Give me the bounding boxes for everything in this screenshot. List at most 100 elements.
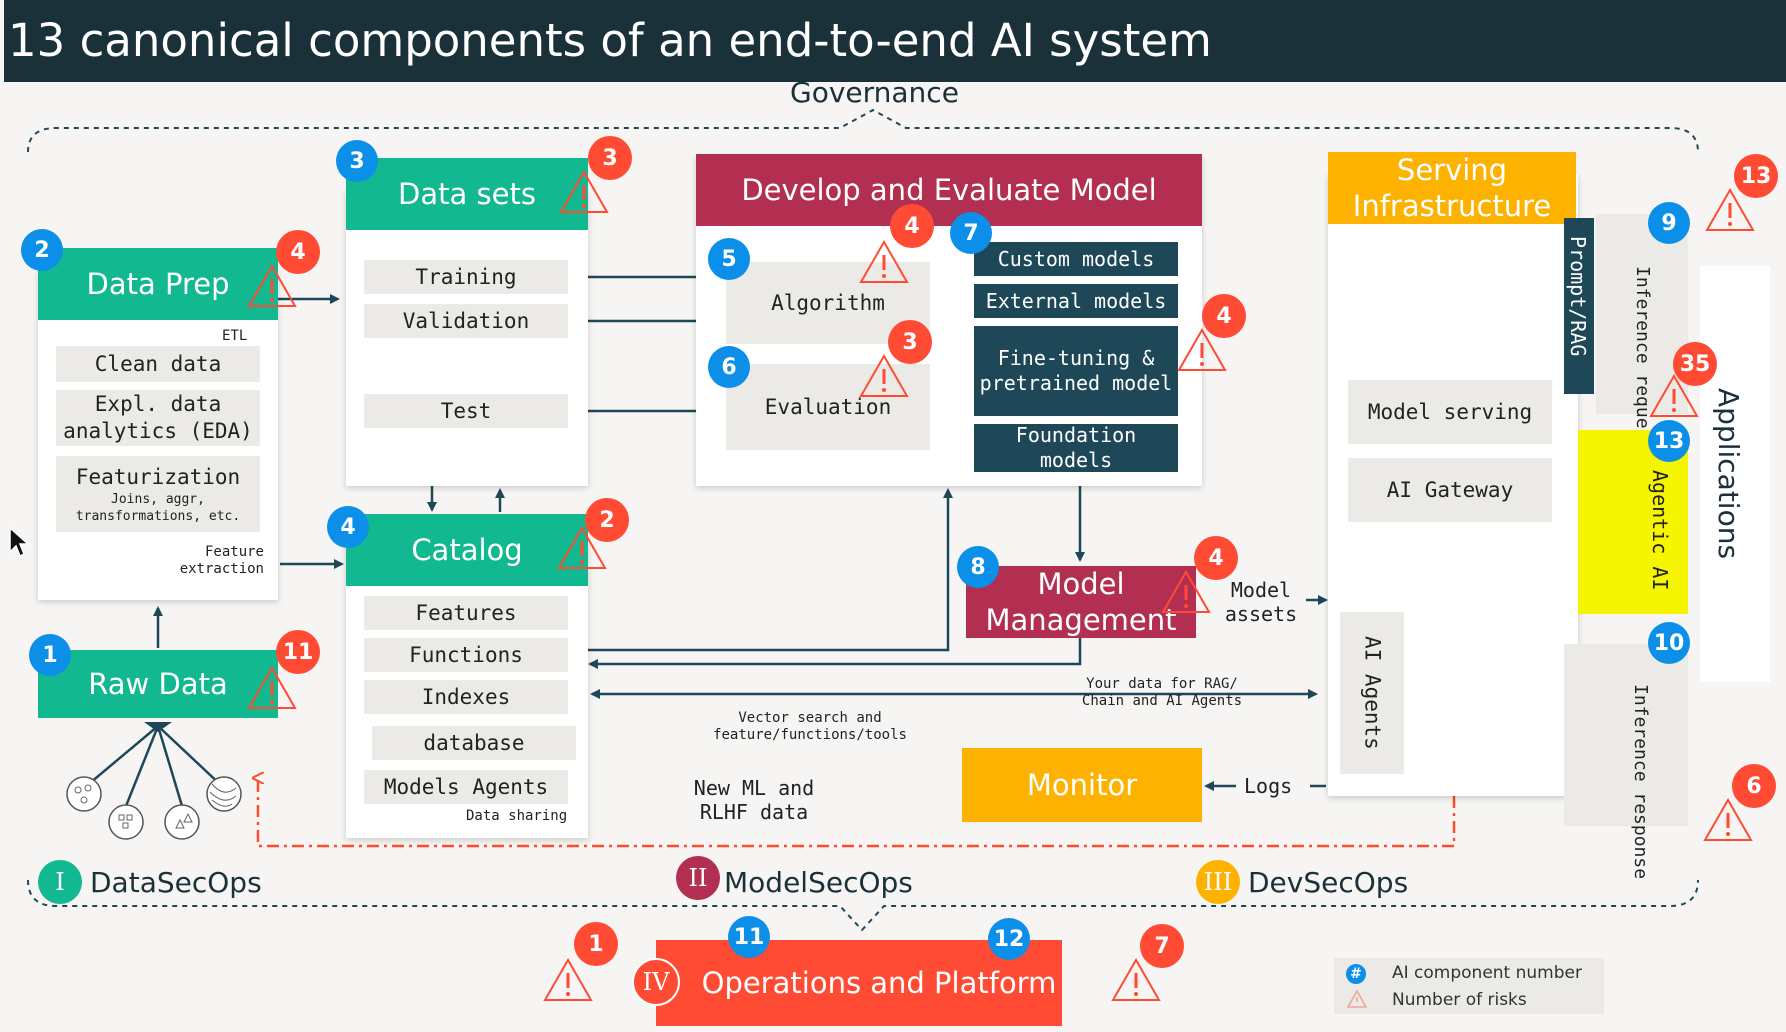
header-bar: 13 canonical components of an end-to-end… [4, 0, 1786, 82]
risk-badge-algorithm: 4 [890, 204, 934, 248]
develop-banner: Develop and Evaluate Model [696, 154, 1202, 226]
component-badge-data-sets: 3 [336, 140, 378, 182]
risk-warning-icon [557, 525, 607, 569]
prompt-rag-label: Prompt/RAG [1566, 236, 1590, 357]
devsecops-label: DevSecOps [1248, 866, 1409, 899]
external-models-box: External models [974, 284, 1178, 318]
ai-gateway-box: AI Gateway [1348, 458, 1552, 522]
logs-label: Logs [1244, 774, 1293, 798]
risk-badge-model-management: 4 [1194, 536, 1238, 580]
validation-item: Validation [364, 304, 568, 338]
featurization-label: Featurization [75, 464, 241, 489]
risk-warning-icon [247, 665, 297, 709]
component-badge-algorithm: 5 [708, 238, 750, 280]
inference-requests-bg [1596, 214, 1688, 414]
page-title: 13 canonical components of an end-to-end… [8, 14, 1212, 67]
risk-badge-ops-right: 7 [1140, 924, 1184, 968]
component-badge-agentic: 13 [1648, 420, 1690, 462]
ai-agents-label: AI Agents [1360, 636, 1385, 750]
risk-badge-applications: 35 [1673, 342, 1717, 386]
risk-warning-icon [1161, 569, 1211, 613]
risk-warning-icon [1177, 327, 1227, 371]
component-badge-raw-data: 1 [29, 634, 71, 676]
models-agents-item: Models Agents [364, 770, 568, 804]
datasecops-numeral: I [38, 860, 82, 904]
risk-badge-catalog: 2 [585, 498, 629, 542]
functions-item: Functions [364, 638, 568, 672]
risk-warning-icon [1649, 373, 1699, 417]
risk-warning-icon [859, 353, 909, 397]
rag-chain-label: Your data for RAG/ Chain and AI Agents [1081, 676, 1243, 709]
catalog-banner: Catalog [346, 514, 588, 586]
agentic-ai-label: Agentic AI [1648, 470, 1672, 591]
governance-top-line [27, 108, 1699, 153]
legend-component-icon: # [1346, 964, 1366, 984]
feature-extraction-label: Feature extraction [179, 544, 264, 577]
operations-numeral: IV [632, 958, 680, 1006]
model-management-banner: Model Management [966, 566, 1196, 638]
inference-response-bg [1564, 644, 1688, 826]
component-badge-ops-right: 12 [988, 918, 1030, 960]
component-badge-inference-response: 10 [1648, 622, 1690, 664]
risk-badge-raw-data: 11 [276, 630, 320, 674]
mouse-cursor-icon [9, 526, 30, 558]
clean-data-item: Clean data [56, 346, 260, 382]
prompt-rag-box [1564, 218, 1594, 394]
operations-banner: Operations and Platform [656, 940, 1062, 1026]
risk-badge-ops-left: 1 [574, 922, 618, 966]
modelsecops-label: ModelSecOps [724, 866, 913, 899]
risk-warning-icon [859, 239, 909, 283]
risk-warning-icon [1111, 957, 1161, 1001]
risk-warning-icon [1703, 797, 1753, 841]
features-item: Features [364, 596, 568, 630]
risk-warning-icon [543, 957, 593, 1001]
operations-label: Operations and Platform [701, 966, 1057, 1000]
risk-warning-icon [247, 263, 297, 307]
risk-badge-data-sets: 3 [588, 136, 632, 180]
monitor-banner: Monitor [962, 748, 1202, 822]
component-badge-catalog: 4 [327, 506, 369, 548]
serving-banner: Serving Infrastructure [1328, 152, 1576, 224]
risk-badge-serving-top: 13 [1734, 154, 1778, 198]
risk-warning-icon [1705, 187, 1755, 231]
applications-label: Applications [1712, 388, 1745, 560]
governance-label: Governance [790, 76, 959, 109]
foundation-models-box: Foundation models [974, 423, 1178, 472]
data-sets-panel [346, 190, 588, 486]
risk-badge-models: 4 [1202, 294, 1246, 338]
eda-item: Expl. data analytics (EDA) [56, 390, 260, 446]
data-sharing-label: Data sharing [466, 808, 568, 824]
component-badge-data-prep: 2 [21, 229, 63, 271]
legend-risk-icon [1346, 989, 1368, 1008]
data-source-icons [66, 776, 242, 840]
devsecops-numeral: III [1196, 860, 1240, 904]
risk-badge-evaluation: 3 [888, 320, 932, 364]
training-item: Training [364, 260, 568, 294]
legend-component-label: AI component number [1392, 963, 1582, 983]
legend-risk-label: Number of risks [1392, 990, 1527, 1010]
data-sets-banner: Data sets [346, 158, 588, 230]
risk-badge-data-prep: 4 [276, 230, 320, 274]
new-ml-label: New ML and RLHF data [693, 776, 815, 824]
ai-agents-box: AI Agents [1340, 612, 1404, 774]
source-icon-1 [66, 776, 102, 812]
custom-models-box: Custom models [974, 242, 1178, 276]
component-badge-evaluation: 6 [708, 346, 750, 388]
data-prep-banner: Data Prep [38, 248, 278, 320]
risk-warning-icon [559, 169, 609, 213]
source-icon-3 [164, 804, 200, 840]
risk-badge-inference-response: 6 [1732, 764, 1776, 808]
component-badge-model-management: 8 [957, 546, 999, 588]
featurization-item: Featurization Joins, aggr, transformatio… [56, 456, 260, 532]
component-badge-inference-requests: 9 [1648, 202, 1690, 244]
inference-requests-label: Inference requests [1632, 266, 1653, 462]
fine-tuning-box: Fine-tuning & pretrained model [974, 326, 1178, 416]
legend: # AI component number Number of risks [1334, 958, 1604, 1014]
source-icon-2 [108, 804, 144, 840]
governance-bottom-line [27, 879, 1699, 932]
modelsecops-numeral: II [676, 856, 720, 900]
vector-search-label: Vector search and feature/functions/tool… [713, 710, 907, 743]
inference-response-label: Inference response [1630, 684, 1651, 880]
